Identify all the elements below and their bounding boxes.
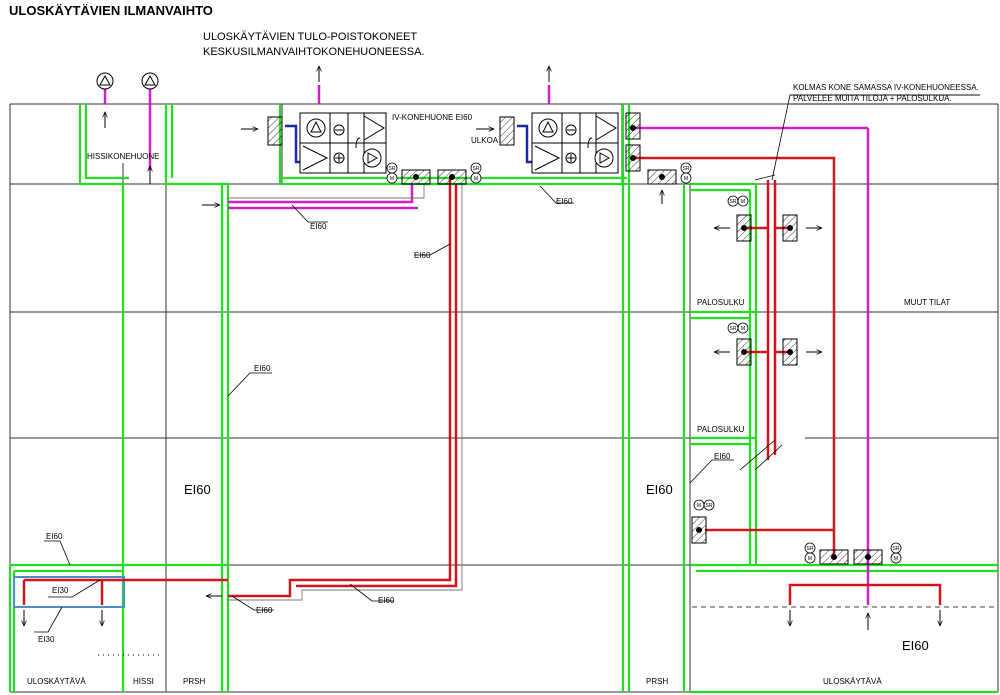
- building-outline: [9, 103, 999, 693]
- fire-rating-labels: EI60 EI60 EI60 EI60 EI60 EI60 EI60 EI60 …: [38, 197, 929, 653]
- label-ulkoa: ULKOA: [471, 136, 499, 145]
- rating-label: EI30: [52, 586, 69, 595]
- supply-ducts: [22, 156, 942, 605]
- label-iv-konehuone: IV-KONEHUONE EI60: [392, 113, 473, 122]
- note-central-line1: ULOSKÄYTÄVIEN TULO-POISTOKONEET: [203, 31, 417, 43]
- label-prsh-right: PRSH: [646, 677, 668, 686]
- intake-louvers: [267, 116, 515, 146]
- note-third-line1: KOLMAS KONE SAMASSA IV-KONEHUONEESSA.: [793, 83, 979, 92]
- rating-label: EI60: [378, 596, 395, 605]
- actuator-label: SR: [807, 546, 814, 552]
- duct-outlines: [228, 184, 463, 601]
- label-hissikonehuone: HISSIKONEHUONE: [87, 152, 159, 161]
- note-third-line2: PALVELEE MUITA TILOJA + PALOSULKUA.: [793, 94, 952, 103]
- label-palosulku-lower: PALOSULKU: [697, 425, 745, 434]
- label-palosulku-upper: PALOSULKU: [697, 298, 745, 307]
- rating-label: EI60: [414, 251, 431, 260]
- damper-actuators: [386, 162, 902, 564]
- rating-label: EI60: [646, 482, 673, 497]
- actuator-label: M: [741, 326, 745, 332]
- rating-label: EI60: [714, 452, 731, 461]
- actuator-label: SR: [473, 166, 480, 172]
- label-muut-tilat: MUUT TILAT: [904, 298, 950, 307]
- drawing-title: ULOSKÄYTÄVIEN ILMANVAIHTO: [9, 3, 213, 18]
- label-prsh-left: PRSH: [183, 677, 205, 686]
- label-hissi: HISSI: [133, 677, 154, 686]
- actuator-label: M: [697, 503, 701, 509]
- actuator-label: SR: [683, 166, 690, 172]
- actuator-label: M: [684, 176, 688, 182]
- actuator-label: SR: [730, 326, 737, 332]
- actuator-label: M: [474, 176, 478, 182]
- rating-label: EI30: [38, 635, 55, 644]
- actuator-label: M: [741, 199, 745, 205]
- ahu-unit-2: [531, 112, 619, 174]
- actuator-label: M: [390, 176, 394, 182]
- actuator-label: M: [808, 556, 812, 562]
- label-uloskaytava-left: ULOSKÄYTÄVÄ: [27, 677, 86, 686]
- fire-compartment-boundaries: [8, 104, 998, 694]
- actuator-label: SR: [730, 199, 737, 205]
- actuator-label: SR: [389, 166, 396, 172]
- rating-label: EI60: [556, 197, 573, 206]
- rating-label: EI60: [254, 364, 271, 373]
- airflow-arrows: [24, 66, 940, 630]
- rating-label: EI60: [256, 606, 273, 615]
- actuator-label: SR: [706, 503, 713, 509]
- rating-label: EI60: [902, 638, 929, 653]
- label-uloskaytava-right: ULOSKÄYTÄVÄ: [823, 677, 882, 686]
- rating-label: EI60: [184, 482, 211, 497]
- actuator-labels: SR M SR M SR M SR M SR M M SR SR M SR M: [389, 166, 900, 562]
- rating-label: EI60: [310, 222, 327, 231]
- note-central-line2: KESKUSILMANVAIHTOKONEHUONEESSA.: [203, 46, 424, 58]
- exhaust-ducts: [103, 85, 870, 605]
- actuator-label: SR: [893, 546, 900, 552]
- rating-label: EI60: [46, 532, 63, 541]
- ei30-boundary: [13, 576, 125, 608]
- actuator-label: M: [894, 556, 898, 562]
- ahu-unit-1: [299, 112, 387, 174]
- leader-lines: [34, 94, 980, 633]
- fire-dampers: [401, 112, 883, 565]
- notes: ULOSKÄYTÄVIEN TULO-POISTOKONEET KESKUSIL…: [203, 31, 979, 103]
- roof-fans: [96, 72, 159, 90]
- room-labels: HISSIKONEHUONE IV-KONEHUONE EI60 ULKOA P…: [27, 113, 950, 686]
